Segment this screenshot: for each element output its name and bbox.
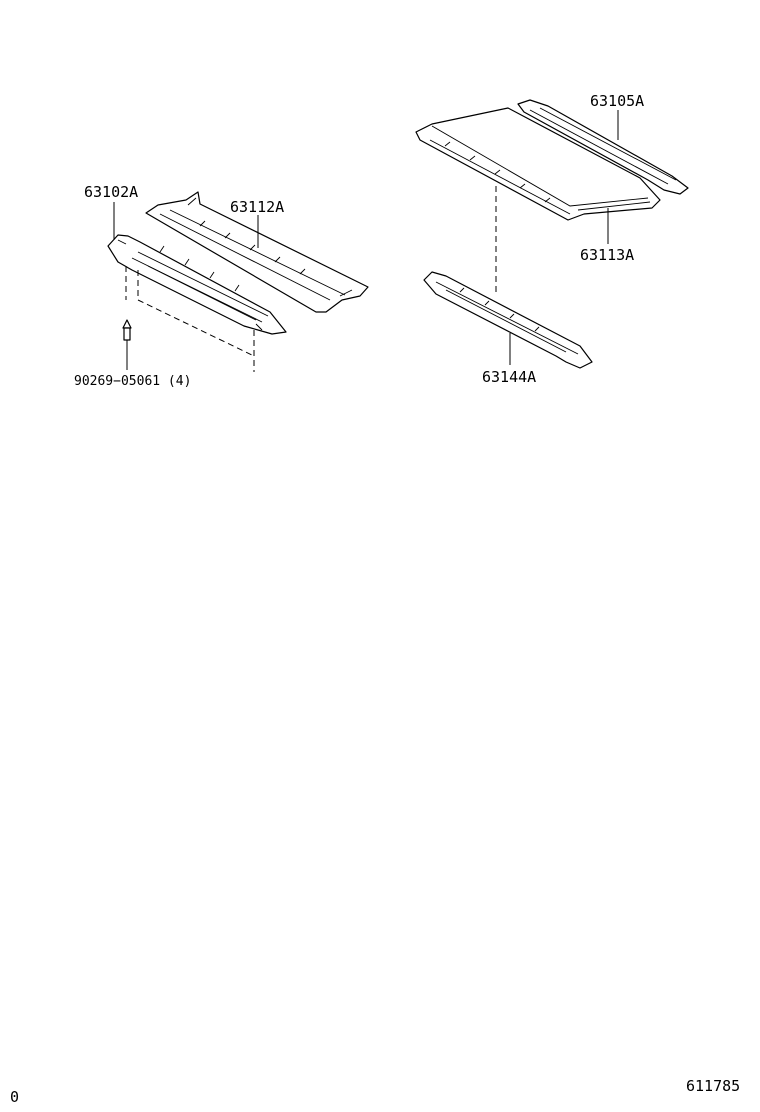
alignment-dashed-line-left-2 — [137, 270, 255, 357]
part-63113A-drawing — [415, 107, 661, 221]
part-63144A-drawing — [423, 271, 593, 369]
part-63112A-drawing — [145, 191, 369, 313]
part-label-63105A: 63105A — [590, 92, 644, 110]
fastener-90269-05061-drawing — [122, 319, 132, 341]
part-label-63113A: 63113A — [580, 246, 634, 264]
part-label-90269-05061: 90269−05061 (4) — [74, 374, 191, 389]
footer-figure-number: 611785 — [686, 1077, 741, 1095]
footer-left-code: 0 — [10, 1088, 20, 1106]
part-label-63102A: 63102A — [84, 183, 138, 201]
part-label-63112A: 63112A — [230, 198, 284, 216]
part-63105A-drawing — [517, 99, 689, 195]
part-label-63144A: 63144A — [482, 368, 536, 386]
part-63102A-drawing — [107, 234, 287, 335]
